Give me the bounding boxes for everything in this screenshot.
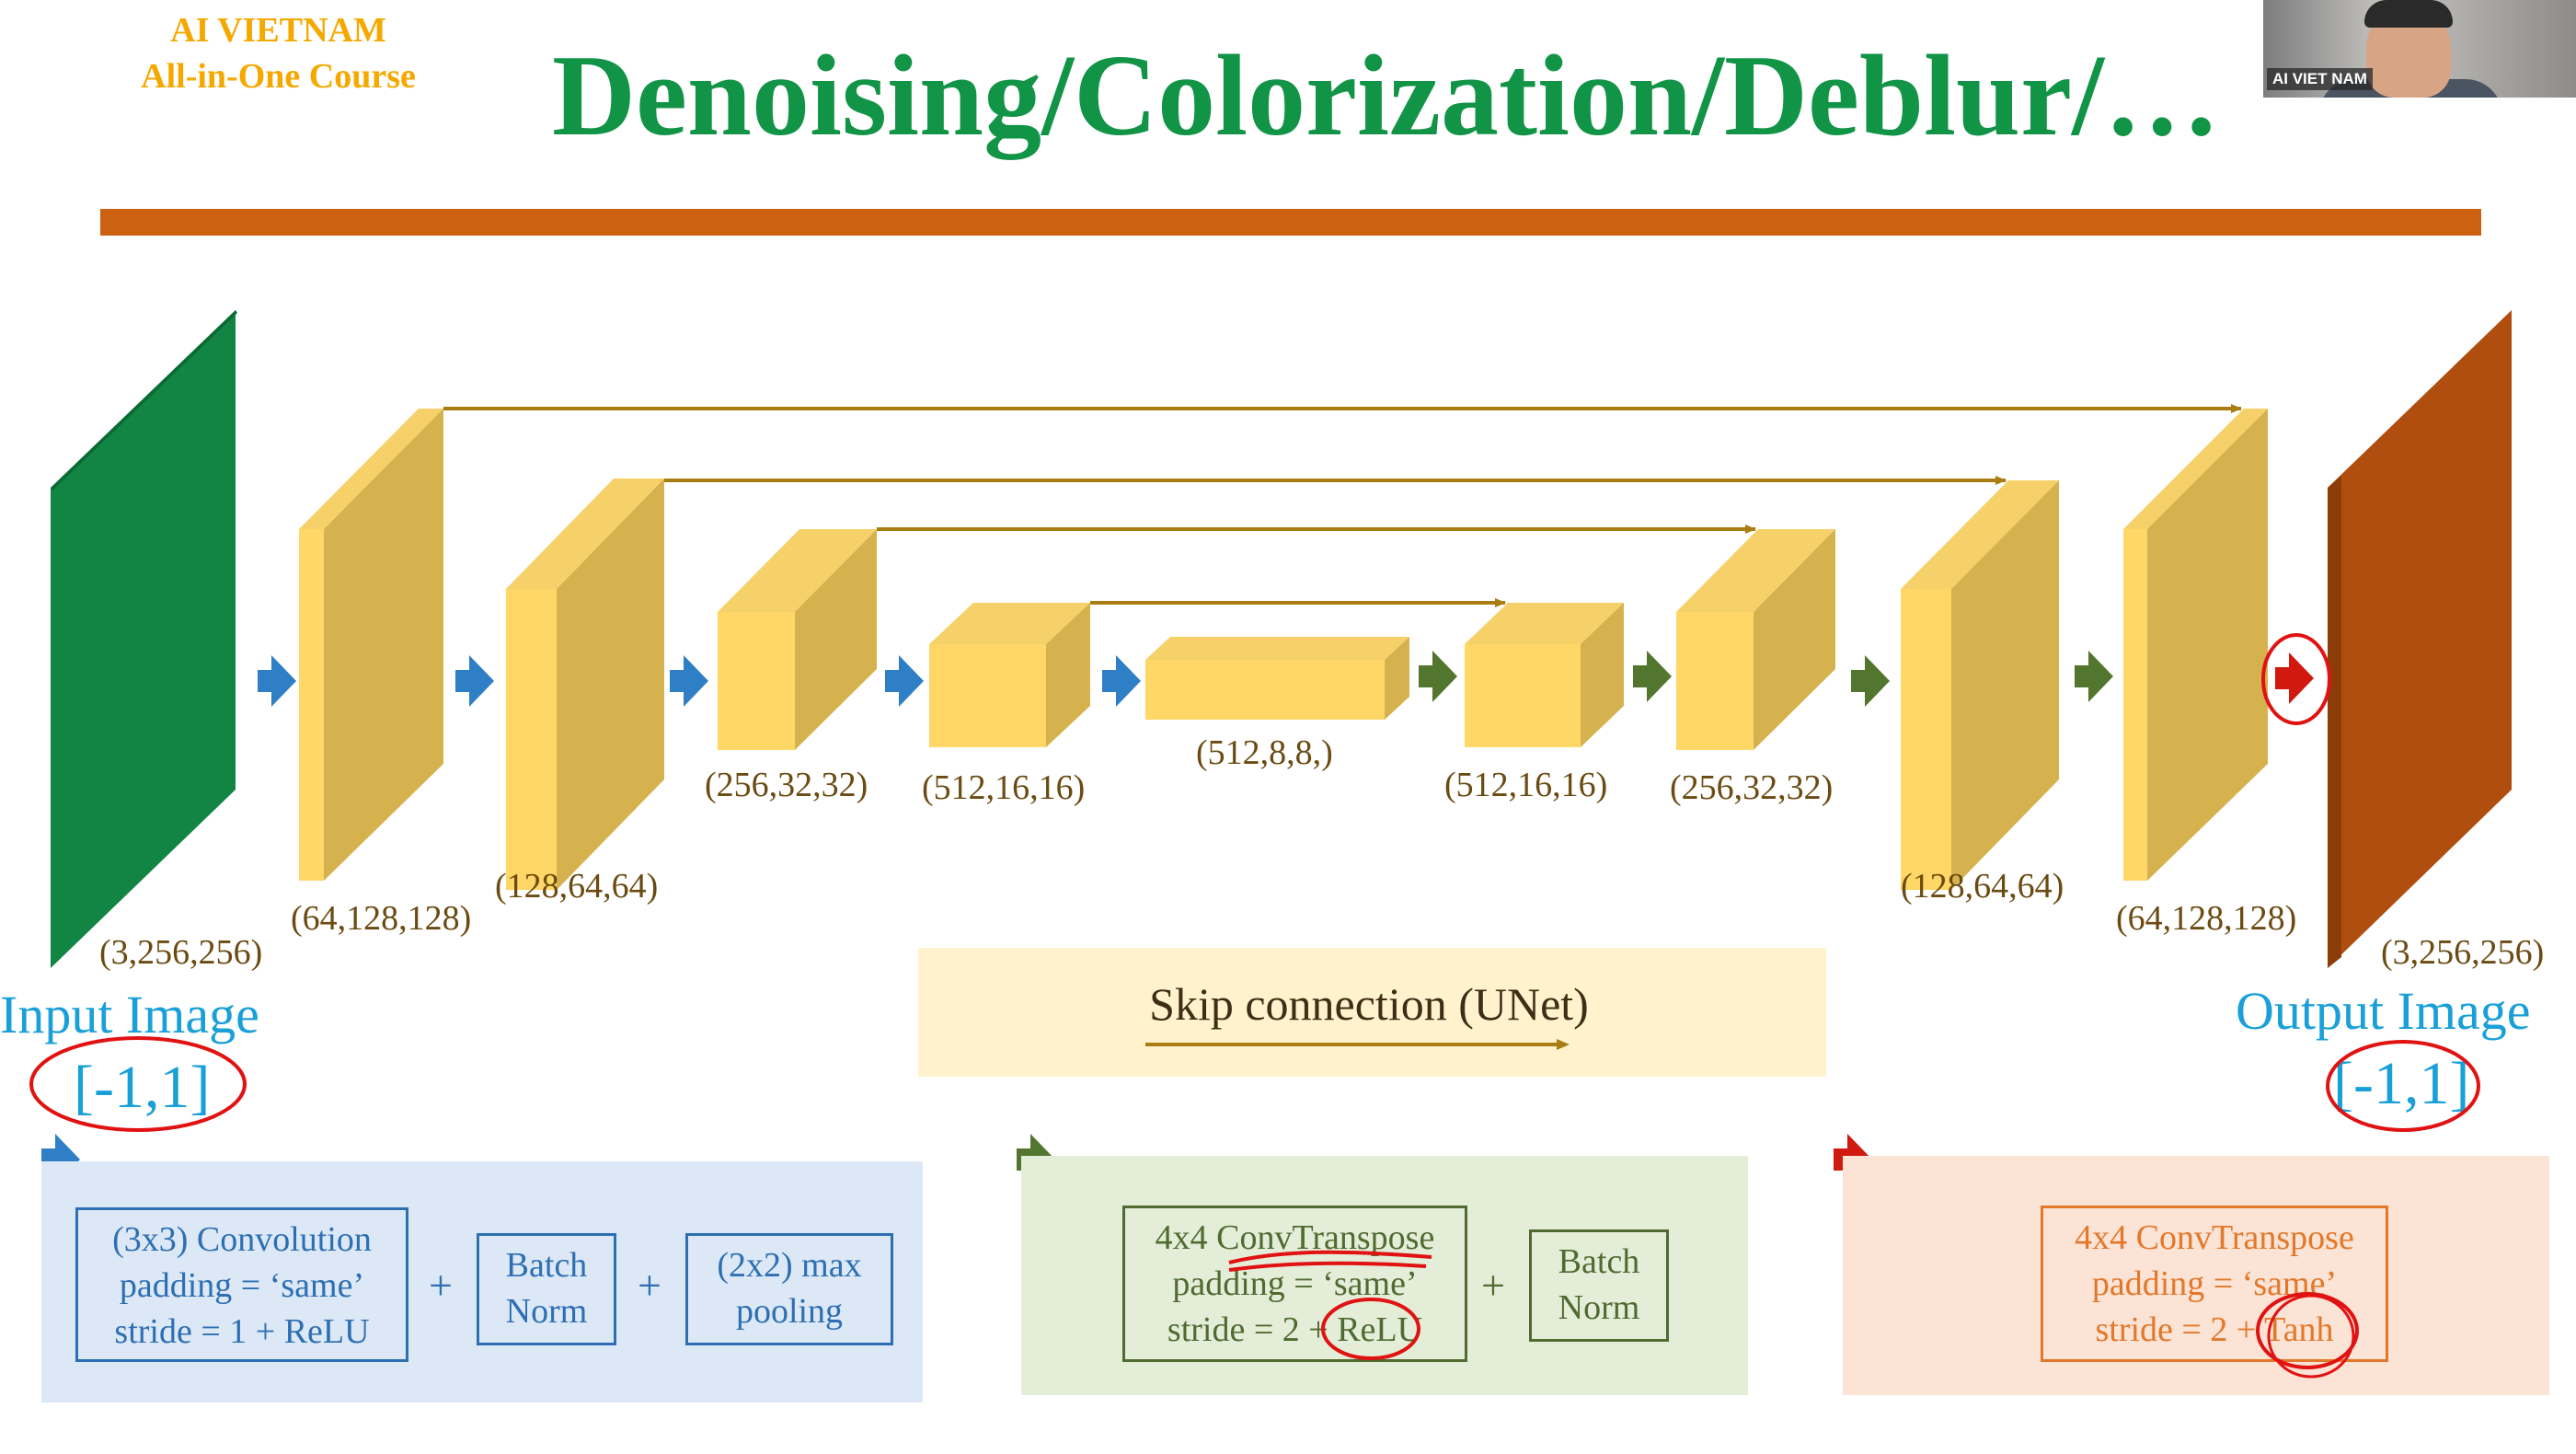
webcam-label: AI VIET NAM bbox=[2267, 68, 2373, 90]
encoder-pool-line-2: pooling bbox=[735, 1292, 844, 1331]
decoder-convt-box bbox=[1122, 1206, 1467, 1362]
encoder-conv-line-1: (3x3) Convolution bbox=[112, 1220, 372, 1259]
final-convt-line-1: 4x4 ConvTranspose bbox=[2075, 1218, 2354, 1257]
decoder-arrow-2 bbox=[1633, 651, 1672, 702]
encoder-arrows bbox=[258, 655, 1141, 707]
convtranspose-underline-annotation bbox=[1228, 1250, 1432, 1272]
encoder-conv-text: (3x3) Convolution padding = ‘same’ strid… bbox=[75, 1217, 408, 1355]
tanh-annotation-circle-2 bbox=[2267, 1294, 2355, 1379]
encoder-batchnorm-line-1: Batch bbox=[505, 1246, 588, 1285]
output-image-title: Output Image bbox=[2236, 981, 2531, 1041]
encoder-batchnorm-line-2: Norm bbox=[505, 1292, 588, 1331]
encoder-conv-line-3: stride = 1 + ReLU bbox=[114, 1312, 370, 1351]
decoder-legend bbox=[1021, 1156, 1748, 1395]
encoder-legend-arrow bbox=[41, 1134, 80, 1185]
decoder-shape-label-4: (64,128,128) bbox=[2116, 899, 2296, 938]
output-range: [-1,1] bbox=[2333, 1050, 2469, 1117]
encoder-block-4 bbox=[929, 603, 1090, 747]
decoder-plus: + bbox=[1481, 1262, 1505, 1309]
final-convt-line-3: stride = 2 + Tanh bbox=[2095, 1310, 2334, 1349]
encoder-arrow-5 bbox=[1102, 655, 1141, 707]
encoder-shape-label-4: (512,16,16) bbox=[922, 768, 1085, 807]
encoder-block-3 bbox=[718, 529, 877, 750]
encoder-arrow-1 bbox=[258, 655, 296, 707]
tanh-annotation-circle bbox=[2256, 1292, 2359, 1369]
encoder-shape-label-1: (64,128,128) bbox=[291, 899, 471, 938]
decoder-convt-line-2: padding = ‘same’ bbox=[1172, 1264, 1418, 1303]
skip-legend-arrow bbox=[1145, 1039, 1570, 1050]
decoder-block-3 bbox=[1901, 480, 2059, 890]
encoder-block-1 bbox=[299, 409, 443, 881]
encoder-batchnorm-text: Batch Norm bbox=[477, 1242, 616, 1334]
skip-connection-label: Skip connection (UNet) bbox=[1149, 978, 1589, 1030]
encoder-pool-line-1: (2x2) max bbox=[717, 1246, 862, 1285]
decoder-arrows bbox=[1419, 651, 2113, 707]
output-image-plane-side bbox=[2328, 476, 2341, 968]
encoder-arrow-3 bbox=[670, 655, 708, 707]
decoder-convt-line-1: 4x4 ConvTranspose bbox=[1155, 1218, 1435, 1257]
encoder-pool-text: (2x2) max pooling bbox=[685, 1242, 893, 1334]
bottleneck-block bbox=[1145, 637, 1409, 720]
output-shape-label: (3,256,256) bbox=[2381, 933, 2544, 972]
encoder-legend bbox=[41, 1161, 923, 1402]
decoder-shape-label-1: (512,16,16) bbox=[1444, 766, 1607, 804]
output-range-annotation-circle bbox=[2326, 1040, 2480, 1132]
bottleneck-shape-label: (512,8,8,) bbox=[1196, 733, 1333, 772]
input-image-plane bbox=[51, 310, 236, 968]
encoder-shape-label-2: (128,64,64) bbox=[495, 867, 658, 906]
slide-title: Denoising/Colorization/Deblur/… bbox=[552, 32, 2221, 160]
encoder-plus-1: + bbox=[429, 1262, 453, 1309]
decoder-block-2 bbox=[1676, 529, 1835, 750]
decoder-batchnorm-text: Batch Norm bbox=[1529, 1239, 1669, 1331]
final-convt-line-2: padding = ‘same’ bbox=[2091, 1264, 2338, 1303]
webcam-video[interactable]: AI VIET NAM bbox=[2263, 0, 2576, 98]
input-range-annotation-circle bbox=[29, 1036, 247, 1132]
encoder-shape-label-3: (256,32,32) bbox=[705, 766, 868, 804]
input-image-title: Input Image bbox=[0, 985, 259, 1044]
final-legend bbox=[1843, 1156, 2549, 1395]
brand-line-1: AI VIETNAM bbox=[170, 11, 386, 50]
encoder-block-2 bbox=[506, 479, 664, 890]
input-shape-label: (3,256,256) bbox=[99, 933, 262, 972]
decoder-block-4 bbox=[2123, 409, 2268, 881]
encoder-arrow-4 bbox=[885, 655, 924, 707]
decoder-shape-label-3: (128,64,64) bbox=[1901, 867, 2064, 906]
final-arrow bbox=[2275, 652, 2314, 704]
presenter-hair bbox=[2364, 0, 2453, 28]
title-underline-bar bbox=[100, 209, 2481, 236]
decoder-block-1 bbox=[1465, 603, 1624, 747]
relu-annotation-circle bbox=[1321, 1298, 1420, 1360]
decoder-convt-line-3: stride = 2 + ReLU bbox=[1167, 1310, 1423, 1349]
skip-connection-legend bbox=[918, 948, 1826, 1077]
decoder-arrow-3 bbox=[1851, 655, 1890, 707]
output-image-plane bbox=[2328, 310, 2512, 968]
final-convt-box bbox=[2041, 1206, 2388, 1362]
brand: AI VIETNAM All-in-One Course bbox=[120, 7, 437, 99]
decoder-batchnorm-box bbox=[1529, 1229, 1669, 1342]
input-image-plane-edge bbox=[51, 310, 237, 490]
final-convt-text: 4x4 ConvTranspose padding = ‘same’ strid… bbox=[2041, 1215, 2388, 1353]
encoder-batchnorm-box bbox=[477, 1233, 616, 1345]
encoder-conv-box bbox=[75, 1207, 408, 1362]
final-arrow-annotation-circle bbox=[2261, 633, 2331, 725]
decoder-arrow-1 bbox=[1419, 651, 1457, 702]
decoder-shape-label-2: (256,32,32) bbox=[1670, 768, 1833, 807]
decoder-convt-text: 4x4 ConvTranspose padding = ‘same’ strid… bbox=[1122, 1215, 1467, 1353]
encoder-conv-line-2: padding = ‘same’ bbox=[119, 1266, 365, 1305]
decoder-arrow-4 bbox=[2075, 651, 2113, 702]
encoder-plus-2: + bbox=[638, 1262, 661, 1309]
decoder-batchnorm-line-2: Norm bbox=[1558, 1288, 1640, 1327]
brand-line-2: All-in-One Course bbox=[141, 57, 416, 96]
input-range: [-1,1] bbox=[74, 1054, 210, 1121]
skip-connections bbox=[443, 404, 2242, 607]
decoder-batchnorm-line-1: Batch bbox=[1558, 1242, 1640, 1281]
encoder-arrow-2 bbox=[455, 655, 494, 707]
encoder-pool-box bbox=[685, 1233, 893, 1345]
